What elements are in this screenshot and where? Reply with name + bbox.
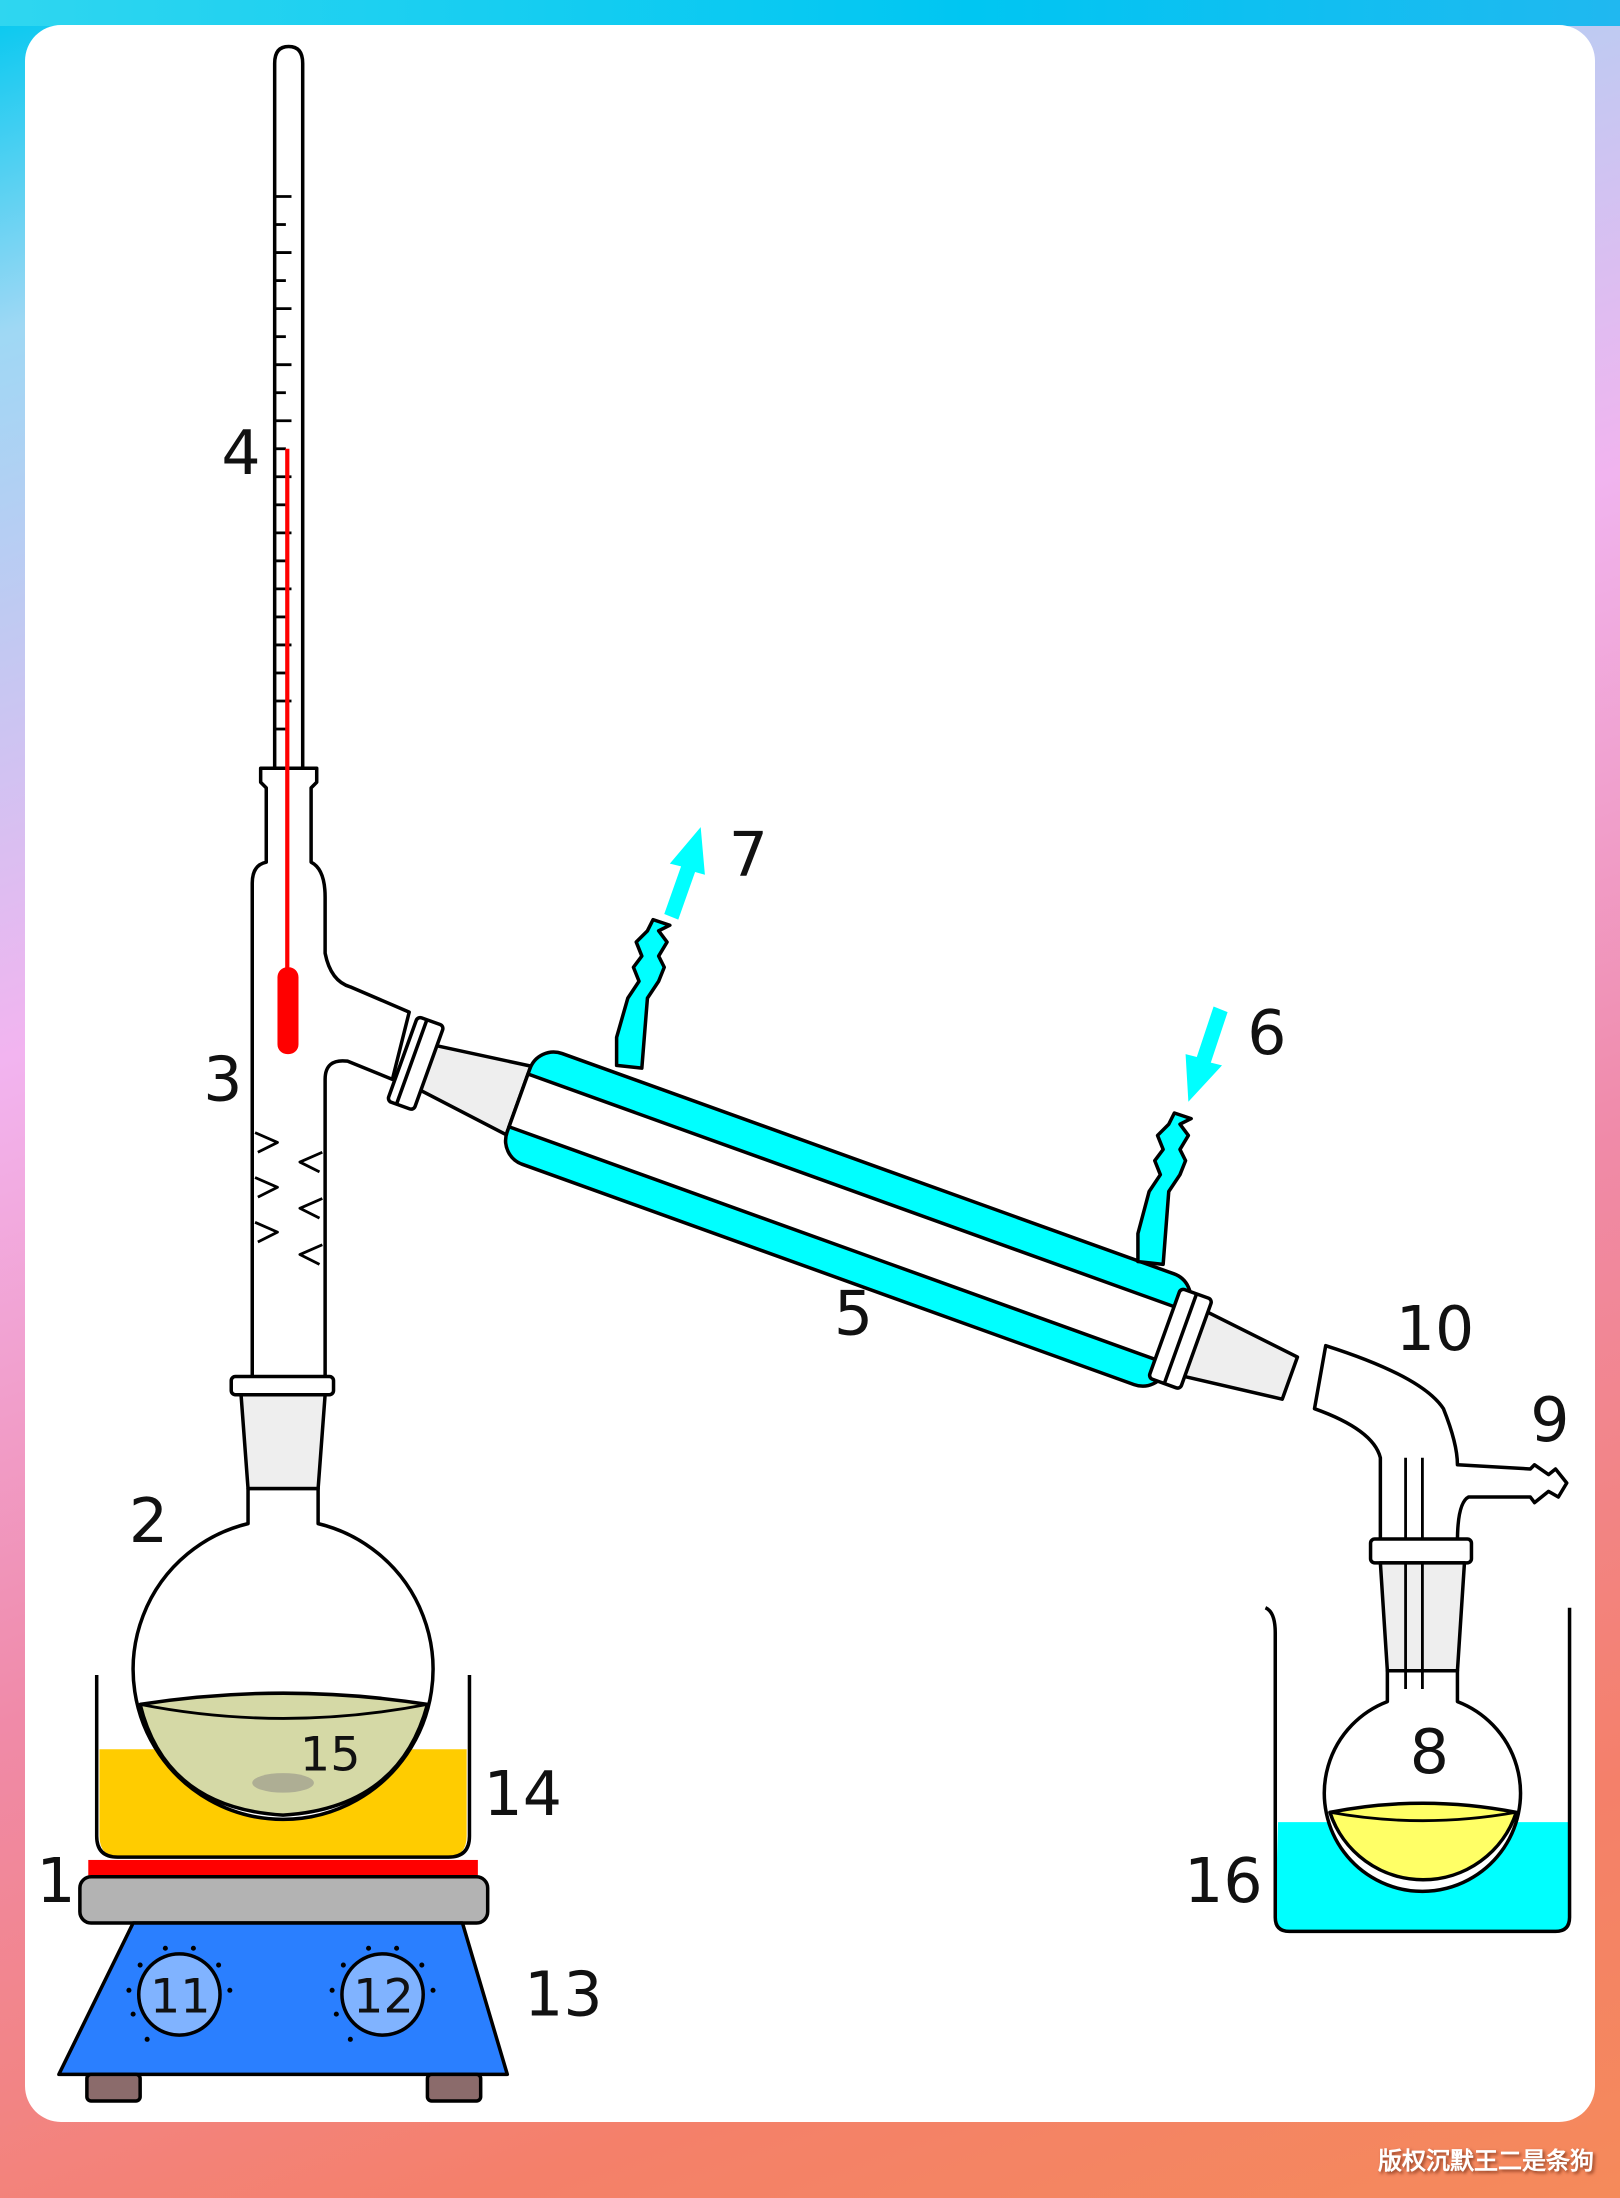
- water-outlet-hose: [614, 917, 672, 1070]
- label-still-pot: 2: [129, 1485, 168, 1557]
- stir-bar: [252, 1773, 314, 1793]
- top-gradient-bar: [0, 0, 1620, 26]
- label-condenser: 5: [834, 1277, 873, 1349]
- label-vacuum-inlet: 9: [1530, 1384, 1569, 1456]
- still-pot-flask: [131, 1374, 435, 1822]
- water-out-arrow-icon: [664, 827, 705, 920]
- watermark: 版权沉默王二是条狗: [1378, 2147, 1594, 2175]
- water-in-arrow-icon: [1185, 1006, 1228, 1102]
- stirrer-speed-knob[interactable]: [340, 1952, 425, 2037]
- heat-control-knob[interactable]: [136, 1952, 222, 2037]
- label-thermometer: 4: [221, 417, 260, 489]
- label-stirrer-hotplate: 13: [524, 1959, 602, 2031]
- still-head: [250, 766, 411, 1383]
- label-cooling-water-out: 7: [729, 819, 768, 891]
- condenser: [386, 1015, 1300, 1401]
- thermometer-bulb: [277, 967, 299, 1055]
- label-cooling-bath: 16: [1184, 1845, 1262, 1917]
- label-receiver-adapter: 10: [1396, 1293, 1474, 1365]
- hot-surface: [88, 1859, 478, 1876]
- water-inlet-hose: [1136, 1111, 1193, 1267]
- label-still-head: 3: [203, 1043, 242, 1115]
- label-stirrer-speed: 12: [353, 1970, 414, 2025]
- label-stir-bar: 15: [300, 1727, 361, 1782]
- label-receiving-flask: 8: [1410, 1716, 1449, 1788]
- receiving-flask: [1322, 1537, 1523, 1894]
- label-heating-bath: 14: [483, 1758, 561, 1830]
- stirrer-hotplate: [57, 1859, 510, 2103]
- label-heat-control: 11: [150, 1970, 211, 2025]
- label-hot-plate: 1: [36, 1845, 75, 1917]
- vigreux-indentations: [254, 1131, 323, 1266]
- label-cooling-water-in: 6: [1247, 997, 1286, 1069]
- knob-dial-dots: [126, 1945, 436, 2042]
- thermometer-scale: [274, 195, 292, 731]
- flow-arrows: [664, 827, 1228, 1102]
